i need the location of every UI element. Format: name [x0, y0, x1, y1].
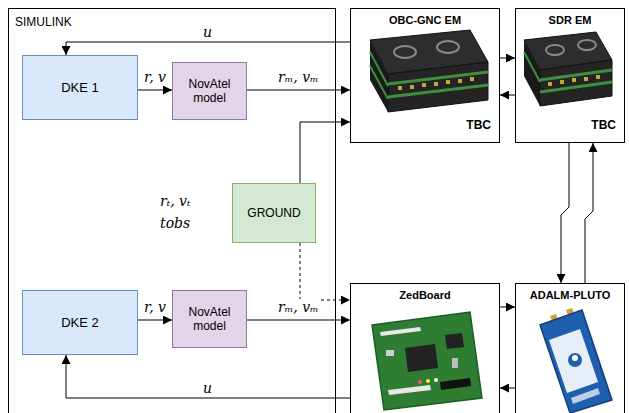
edge-label-holder: rₘ, vₘ: [277, 68, 320, 86]
signal-name: tobs: [160, 215, 190, 231]
signal-name: u: [202, 24, 213, 40]
edge-label-holder: r, v: [143, 68, 167, 86]
status-tag: TBC: [466, 118, 491, 132]
node-title: SDR EM: [549, 14, 592, 27]
signal-name: r, v: [143, 69, 167, 85]
hardware-box: OBC-GNC EM TBC: [350, 8, 500, 143]
dashed-connector: [300, 243, 350, 300]
connector: [300, 122, 350, 183]
signal-label-holder: tobs: [160, 214, 190, 232]
node-title: GROUND: [247, 206, 300, 220]
hardware-box: ADALM-PLUTO: [515, 283, 625, 413]
connector: [585, 143, 593, 283]
hardware-box: ZedBoard: [350, 283, 500, 413]
connector: [500, 95, 515, 96]
signal-label-holder: rₜ, vₜ: [160, 192, 190, 210]
connector: [247, 320, 350, 321]
connector: [138, 90, 172, 91]
connector: [561, 143, 569, 283]
connector: [66, 355, 350, 398]
model-box: NovAtel model: [172, 290, 247, 348]
connector: [66, 42, 350, 55]
node-title: NovAtel model: [179, 77, 240, 106]
node-title: DKE 1: [61, 80, 99, 96]
node-title: ZedBoard: [399, 289, 450, 302]
node-title: OBC-GNC EM: [389, 14, 461, 27]
signal-name: rₘ, vₘ: [277, 69, 320, 85]
signal-name: u: [202, 380, 213, 396]
connector: [500, 307, 515, 308]
status-tag: TBC: [591, 118, 616, 132]
hardware-box: SDR EM TBC: [515, 8, 625, 143]
obc-board-image: [370, 30, 488, 112]
model-box: NovAtel model: [172, 62, 247, 120]
node-title: ADALM-PLUTO: [530, 289, 610, 302]
connector: [138, 320, 172, 321]
connector: [247, 90, 350, 91]
pluto-image: [540, 308, 612, 413]
signal-name: r, v: [143, 299, 167, 315]
edge-label-holder: rₘ, vₘ: [277, 298, 320, 316]
simulink-frame: SIMULINKDKE 1NovAtel modelGROUNDDKE 2Nov…: [8, 8, 336, 413]
edge-label-holder: u: [202, 23, 213, 41]
node-title: NovAtel model: [179, 305, 240, 334]
edge-label-holder: r, v: [143, 298, 167, 316]
process-box: DKE 2: [22, 290, 138, 355]
edge-label-holder: u: [202, 379, 213, 397]
signal-name: rₘ, vₘ: [277, 299, 320, 315]
process-box: DKE 1: [22, 55, 138, 120]
signal-name: rₜ, vₜ: [160, 193, 190, 209]
sdr-board-image: [524, 32, 612, 106]
connector: [500, 388, 515, 389]
node-title: SIMULINK: [15, 15, 329, 29]
connector: [500, 58, 515, 59]
zedboard-image: [372, 312, 482, 410]
ground-box: GROUND: [232, 183, 316, 243]
node-title: DKE 2: [61, 315, 99, 331]
